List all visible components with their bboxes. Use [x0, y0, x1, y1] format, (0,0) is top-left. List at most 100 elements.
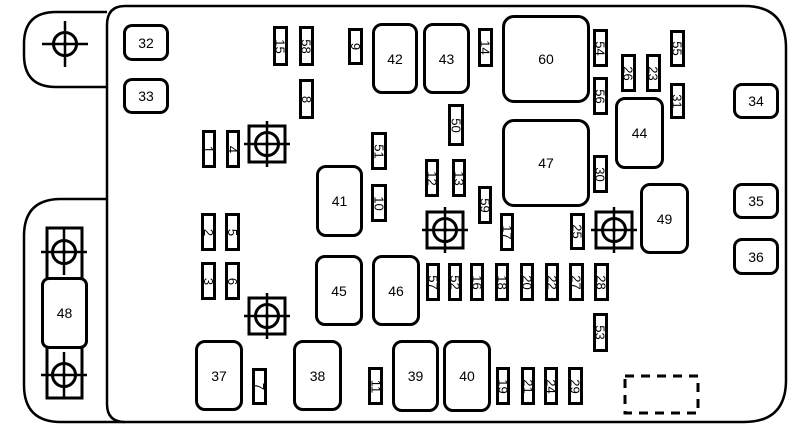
relay-47: 47: [502, 119, 590, 207]
relay-label: 40: [459, 368, 475, 384]
relay-label: 49: [656, 210, 673, 227]
fuse-label: 29: [568, 378, 583, 394]
fuse-26: 26: [621, 54, 636, 92]
relay-label: 34: [748, 93, 764, 109]
relay-label: 38: [309, 367, 326, 384]
fuse-label: 14: [478, 40, 493, 55]
fuse-17: 17: [499, 213, 515, 251]
fuse-label: 53: [593, 325, 608, 340]
fuse-23: 23: [646, 54, 661, 92]
bolt-center-right-icon: [591, 207, 637, 253]
fuse-label: 5: [224, 228, 240, 236]
relay-label: 45: [331, 282, 347, 299]
relay-49: 49: [640, 183, 689, 254]
relay-label: 35: [748, 193, 764, 209]
fuse-4: 4: [225, 130, 241, 168]
fuse-9: 9: [348, 28, 363, 65]
fuse-2: 2: [201, 213, 216, 251]
fuse-19: 19: [495, 367, 511, 405]
fuse-21: 21: [520, 367, 536, 405]
fuse-50: 50: [448, 104, 464, 146]
relay-45: 45: [315, 255, 363, 326]
relay-label: 39: [407, 368, 424, 384]
fuse-label: 18: [494, 274, 510, 290]
relay-35: 35: [733, 183, 779, 219]
fuse-label: 25: [570, 224, 585, 239]
fuse-30: 30: [593, 155, 608, 193]
fuse-label: 21: [520, 378, 536, 394]
relay-37: 37: [195, 340, 243, 411]
fuse-12: 12: [425, 159, 440, 197]
fuse-label: 19: [495, 378, 511, 394]
fuse-label: 24: [543, 378, 559, 394]
fuse-24: 24: [543, 367, 559, 405]
mega-fuse-label: 48: [56, 305, 73, 321]
relay-42: 42: [372, 23, 418, 94]
fuse-label: 4: [225, 145, 241, 153]
fuse-label: 11: [368, 379, 383, 393]
fuse-label: 15: [273, 38, 288, 54]
fuse-label: 3: [200, 277, 216, 285]
fuse-29: 29: [568, 367, 583, 405]
fuse-52: 52: [447, 263, 463, 301]
fuse-7: 7: [252, 368, 267, 405]
relay-41: 41: [316, 165, 363, 237]
fuse-label: 23: [646, 65, 661, 81]
relay-38: 38: [293, 340, 342, 411]
fuse-57: 57: [425, 263, 441, 301]
fuse-3: 3: [201, 262, 216, 300]
relay-44: 44: [615, 97, 664, 169]
fuse-label: 16: [469, 274, 485, 290]
fuse-label: 20: [519, 274, 535, 290]
fuse-14: 14: [478, 28, 493, 67]
fuse-58: 58: [299, 26, 314, 66]
relay-label: 44: [631, 125, 648, 141]
fuse-label: 1: [201, 145, 217, 153]
relay-label: 41: [331, 193, 348, 209]
fuse-6: 6: [225, 262, 240, 300]
fuse-label: 51: [371, 143, 387, 159]
relay-60: 60: [502, 15, 590, 103]
empty-slot: [623, 374, 700, 415]
mega-fuse-bolt-top-icon: [41, 229, 87, 275]
fuse-label: 28: [594, 274, 609, 290]
fuse-label: 9: [347, 42, 363, 51]
fuse-label: 17: [499, 224, 515, 240]
fuse-label: 50: [448, 117, 464, 133]
relay-label: 60: [538, 51, 554, 67]
relay-33: 33: [123, 78, 169, 114]
bolt-upper-left-icon: [244, 121, 290, 167]
fuse-15: 15: [273, 26, 288, 66]
mega-fuse-48: 48: [41, 277, 88, 349]
relay-36: 36: [733, 238, 779, 275]
fuse-label: 6: [224, 277, 240, 285]
fuse-27: 27: [569, 263, 584, 301]
fuse-20: 20: [519, 263, 535, 301]
relay-label: 37: [211, 367, 227, 384]
relay-43: 43: [423, 23, 470, 94]
relay-label: 43: [438, 50, 455, 67]
fuse-16: 16: [469, 263, 485, 301]
fuse-55: 55: [670, 30, 685, 67]
fuse-label: 55: [670, 41, 685, 56]
mounting-bolt-tab-icon: [42, 21, 88, 67]
fuse-13: 13: [452, 159, 467, 197]
fuse-label: 2: [200, 228, 216, 236]
relay-40: 40: [443, 340, 491, 412]
bolt-center-icon: [422, 207, 468, 253]
relay-label: 32: [138, 34, 154, 51]
relay-label: 42: [387, 50, 403, 67]
relay-label: 46: [388, 282, 404, 299]
relay-label: 47: [538, 155, 554, 171]
mega-fuse-bolt-bottom-icon: [41, 352, 87, 398]
fuse-31: 31: [670, 83, 685, 119]
fuse-label: 30: [593, 166, 608, 182]
fuse-51: 51: [371, 132, 387, 170]
fuse-25: 25: [570, 213, 585, 250]
fuse-label: 58: [299, 38, 314, 54]
fuse-label: 52: [447, 274, 463, 290]
fuse-11: 11: [368, 367, 383, 405]
fuse-label: 57: [425, 274, 441, 290]
